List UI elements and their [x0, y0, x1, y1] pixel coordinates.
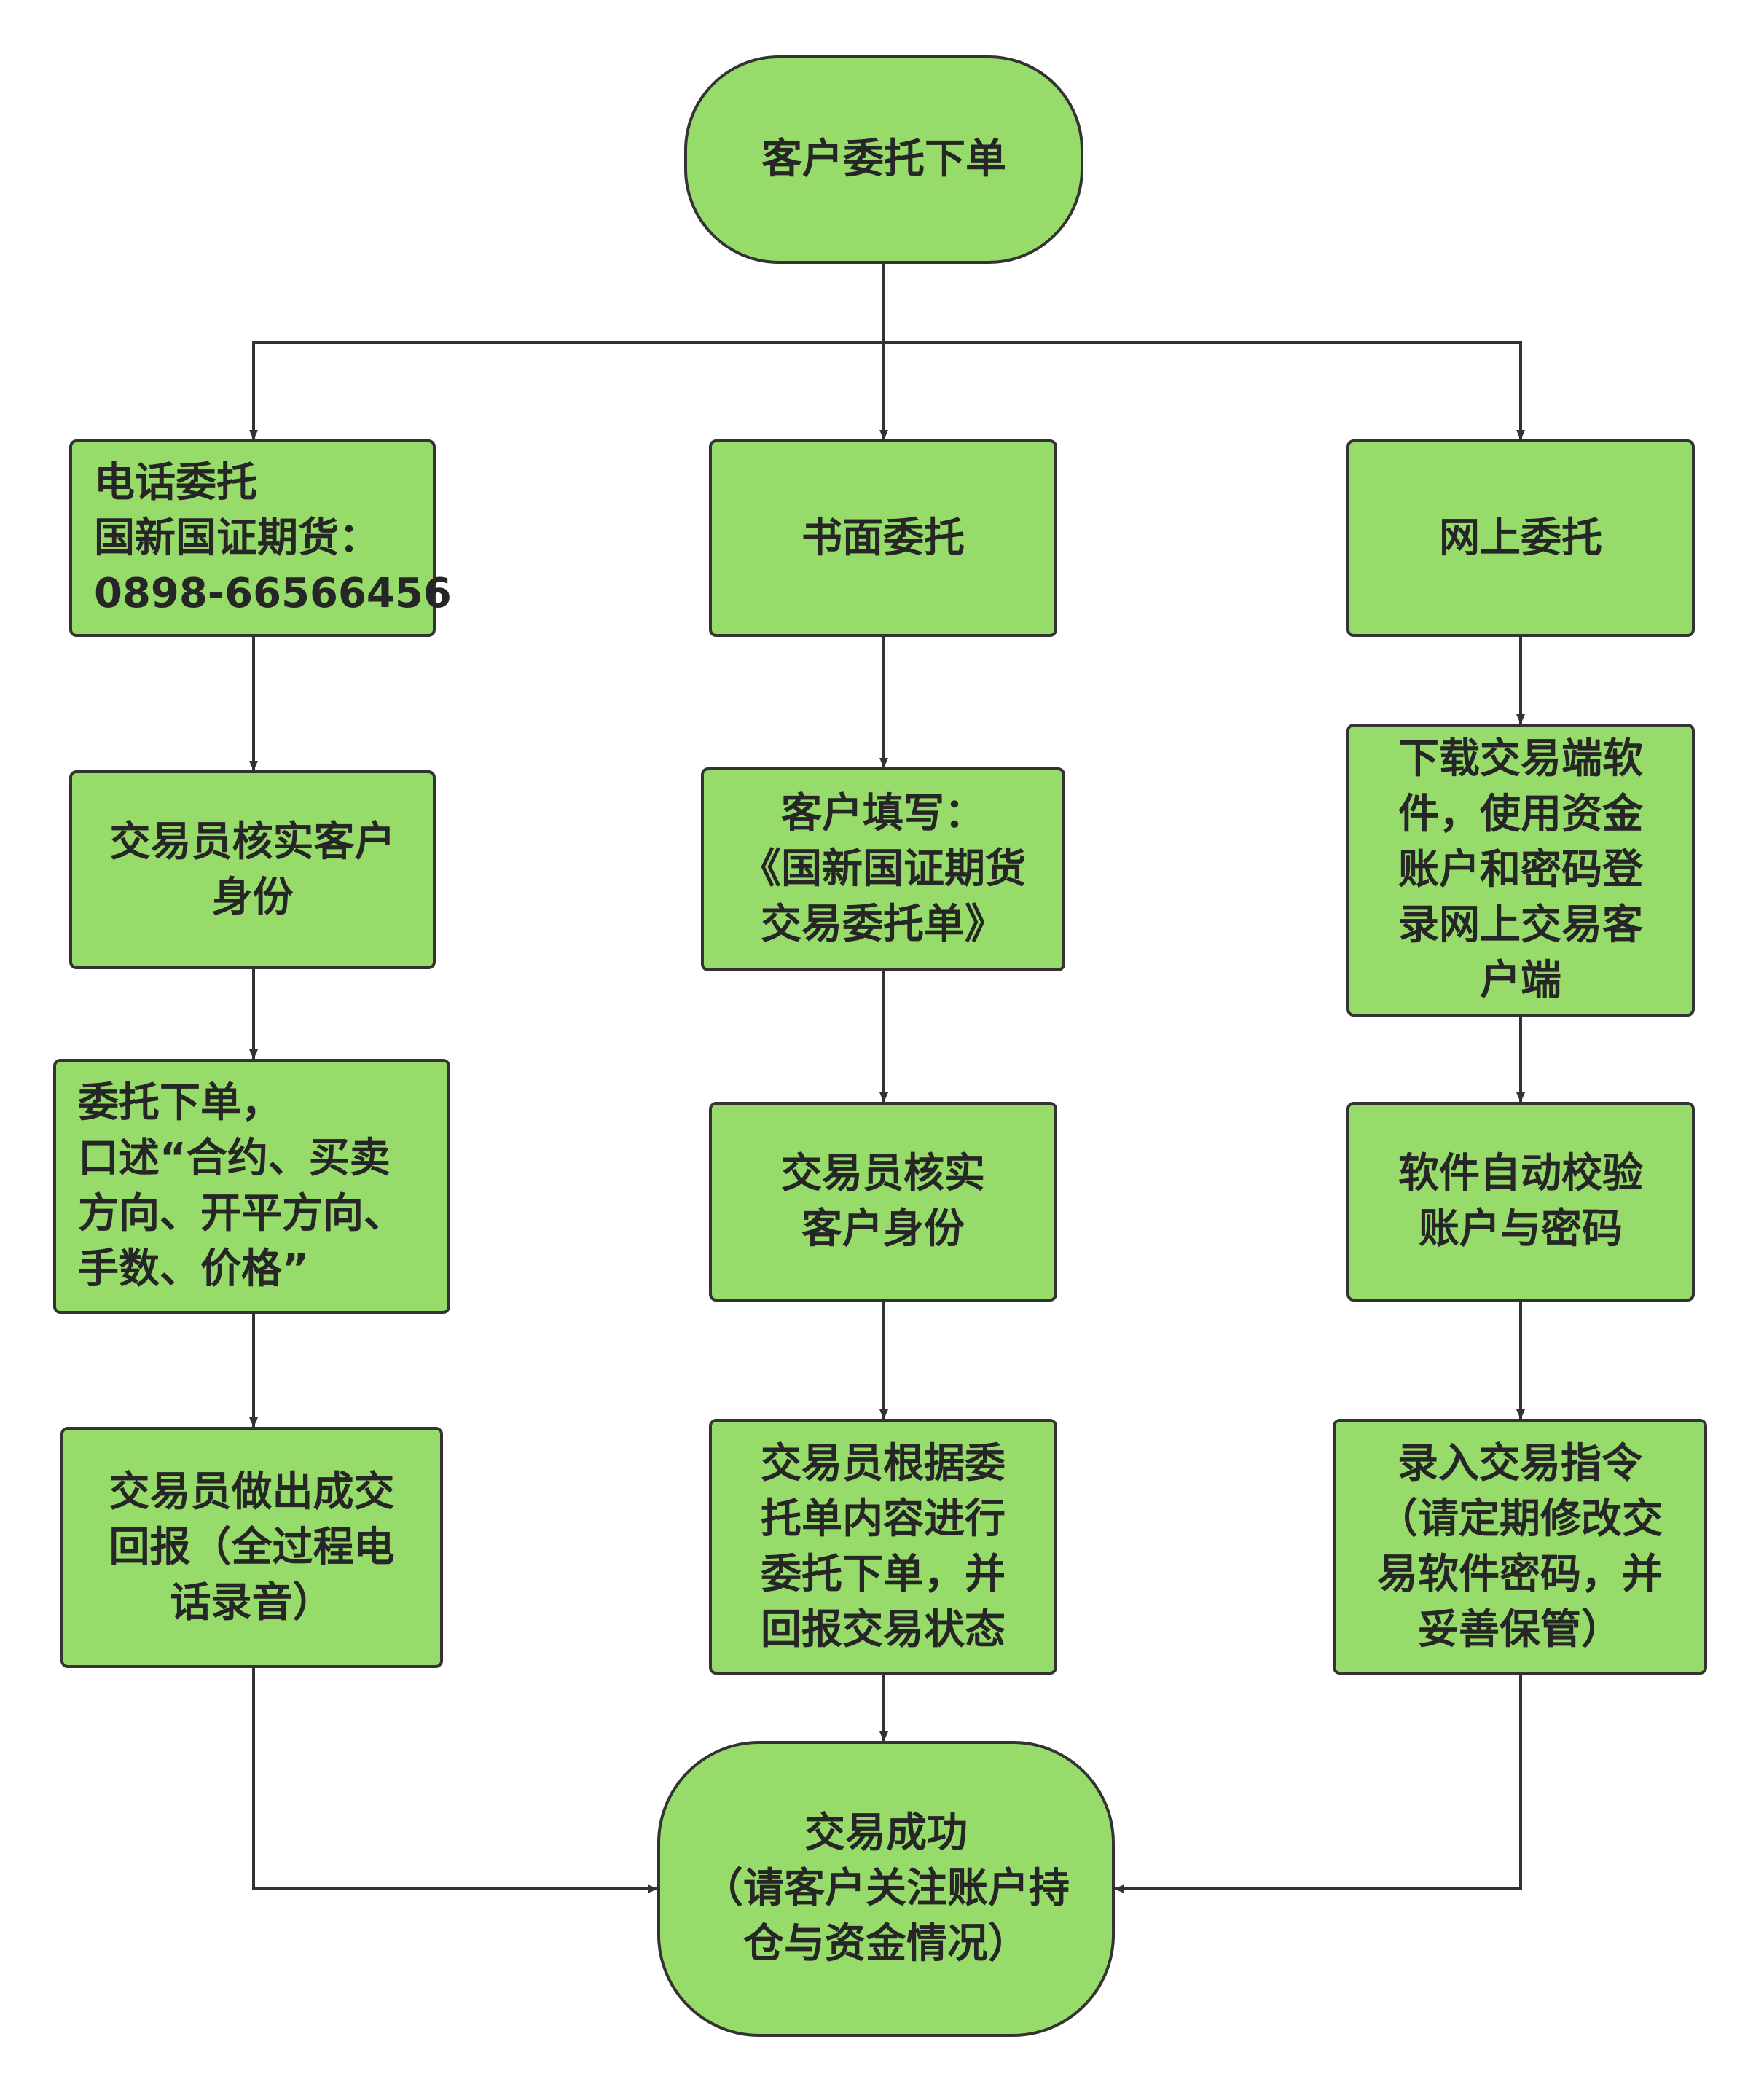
node-online-download-line-4: 录网上交易客	[1398, 901, 1643, 949]
node-online-download-text: 下载交易端软 件，使用资金 账户和密码登 录网上交易客 户端	[1398, 732, 1643, 1009]
node-phone-order-text: 委托下单， 口述“合约、买卖 方向、开平方向、 手数、价格”	[78, 1076, 404, 1297]
node-start: 客户委托下单	[684, 55, 1083, 264]
node-phone-order-line-1: 委托下单，	[78, 1079, 282, 1127]
node-phone-verify: 交易员核实客户 身份	[69, 770, 436, 969]
node-online-check-line-2: 账户与密码	[1419, 1205, 1623, 1253]
node-online-input-line-2: （请定期修改交	[1377, 1495, 1663, 1543]
node-online-download: 下载交易端软 件，使用资金 账户和密码登 录网上交易客 户端	[1346, 724, 1695, 1017]
node-end-line-1: 交易成功	[804, 1809, 968, 1857]
node-online-input-line-1: 录入交易指令	[1398, 1439, 1642, 1487]
node-written: 书面委托	[709, 439, 1057, 637]
node-phone-line-2: 国新国证期货：	[94, 514, 380, 562]
node-phone-order: 委托下单， 口述“合约、买卖 方向、开平方向、 手数、价格”	[53, 1059, 450, 1314]
node-phone-report-line-3: 话录音）	[170, 1578, 334, 1627]
node-phone-text: 电话委托 国新国证期货： 0898-66566456	[94, 455, 452, 622]
node-written-verify-line-2: 客户身份	[801, 1205, 965, 1253]
node-online: 网上委托	[1346, 439, 1695, 637]
node-start-text: 客户委托下单	[761, 132, 1006, 187]
node-written-line-1: 书面委托	[801, 514, 965, 562]
node-online-input-text: 录入交易指令 （请定期修改交 易软件密码，并 妥善保管）	[1377, 1436, 1663, 1658]
node-phone: 电话委托 国新国证期货： 0898-66566456	[69, 439, 452, 637]
node-online-text: 网上委托	[1439, 511, 1602, 566]
node-written-fill: 客户填写： 《国新国证期货 交易委托单》	[701, 767, 1065, 971]
node-online-input-line-3: 易软件密码，并	[1377, 1550, 1663, 1598]
node-written-verify-text: 交易员核实 客户身份	[781, 1146, 985, 1257]
node-online-download-line-2: 件，使用资金	[1398, 791, 1643, 838]
node-online-download-line-1: 下载交易端软	[1398, 735, 1643, 783]
node-end-text: 交易成功 （请客户关注账户持 仓与资金情况）	[702, 1806, 1070, 1972]
node-phone-order-line-2: 口述“合约、买卖	[78, 1135, 391, 1182]
node-online-input: 录入交易指令 （请定期修改交 易软件密码，并 妥善保管）	[1333, 1419, 1707, 1675]
node-written-fill-line-3: 交易委托单》	[761, 901, 1006, 948]
node-online-check: 软件自动校验 账户与密码	[1346, 1102, 1695, 1302]
node-phone-line-1: 电话委托	[94, 458, 257, 506]
node-end: 交易成功 （请客户关注账户持 仓与资金情况）	[657, 1741, 1115, 2037]
node-phone-report-text: 交易员做出成交 回报（全过程电 话录音）	[109, 1465, 395, 1631]
node-start-line-1: 客户委托下单	[761, 136, 1006, 183]
edge-phone_report-end	[252, 1668, 658, 1893]
node-phone-line-3: 0898-66566456	[94, 569, 452, 617]
node-written-fill-line-1: 客户填写：	[781, 790, 985, 837]
node-phone-report-line-2: 回报（全过程电	[109, 1523, 395, 1571]
node-online-download-line-3: 账户和密码登	[1398, 846, 1643, 893]
node-online-check-text: 软件自动校验 账户与密码	[1398, 1146, 1643, 1257]
node-phone-report: 交易员做出成交 回报（全过程电 话录音）	[60, 1427, 443, 1668]
node-written-order-line-4: 回报交易状态	[761, 1605, 1006, 1653]
node-phone-order-line-3: 方向、开平方向、	[78, 1190, 404, 1237]
node-phone-verify-line-2: 身份	[211, 873, 294, 921]
node-end-line-3: 仓与资金情况）	[743, 1920, 1029, 1968]
node-written-order: 交易员根据委 托单内容进行 委托下单，并 回报交易状态	[709, 1419, 1057, 1675]
node-written-order-line-1: 交易员根据委	[761, 1439, 1006, 1487]
node-phone-order-line-4: 手数、价格”	[78, 1245, 309, 1293]
node-phone-verify-line-1: 交易员核实客户	[109, 818, 396, 866]
node-phone-verify-text: 交易员核实客户 身份	[110, 815, 396, 925]
node-written-fill-line-2: 《国新国证期货	[740, 845, 1026, 893]
node-written-order-line-2: 托单内容进行	[761, 1495, 1006, 1543]
node-written-fill-text: 客户填写： 《国新国证期货 交易委托单》	[740, 786, 1026, 952]
edge-online_input-end	[1114, 1675, 1522, 1893]
node-online-input-line-4: 妥善保管）	[1418, 1605, 1622, 1653]
node-written-verify-line-1: 交易员核实	[781, 1150, 985, 1197]
node-written-verify: 交易员核实 客户身份	[709, 1102, 1057, 1302]
node-online-download-line-5: 户端	[1480, 957, 1561, 1004]
node-online-check-line-1: 软件自动校验	[1398, 1150, 1643, 1197]
node-written-order-text: 交易员根据委 托单内容进行 委托下单，并 回报交易状态	[761, 1436, 1006, 1658]
node-online-line-1: 网上委托	[1439, 514, 1602, 562]
node-written-order-line-3: 委托下单，并	[761, 1550, 1006, 1598]
edge-start-phone	[249, 264, 885, 440]
node-phone-report-line-1: 交易员做出成交	[109, 1468, 395, 1516]
node-end-line-2: （请客户关注账户持	[702, 1865, 1070, 1912]
node-written-text: 书面委托	[801, 511, 965, 566]
edge-start-online	[882, 264, 1525, 440]
